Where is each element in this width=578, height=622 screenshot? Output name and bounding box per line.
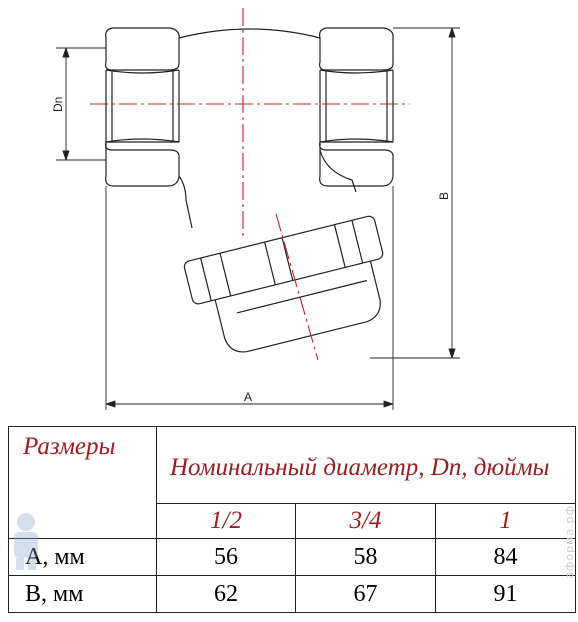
table-row: A, мм 56 58 84 bbox=[8, 538, 576, 576]
header-row: Размеры Номинальный диаметр, Dn, дюймы bbox=[8, 426, 576, 539]
technical-drawing: Dn A B bbox=[51, 8, 460, 410]
dimensions-table: Размеры Номинальный диаметр, Dn, дюймы 1… bbox=[8, 426, 576, 613]
centerlines bbox=[90, 8, 410, 361]
dimension-lines bbox=[56, 27, 460, 410]
size-cell: 1 bbox=[435, 503, 576, 539]
dn-label: Dn bbox=[51, 97, 65, 112]
right-hex-nut bbox=[319, 27, 394, 187]
row-label: B, мм bbox=[8, 575, 157, 613]
valve-body bbox=[178, 28, 357, 229]
value-cell: 62 bbox=[156, 575, 296, 613]
table-row: B, мм 62 67 91 bbox=[8, 575, 576, 613]
strainer-cap bbox=[183, 215, 384, 353]
value-cell: 91 bbox=[435, 575, 576, 613]
header-nominal-diameter: Номинальный диаметр, Dn, дюймы bbox=[156, 426, 576, 504]
value-cell: 58 bbox=[295, 538, 436, 576]
plumber-mascot-icon bbox=[14, 513, 38, 570]
value-cell: 67 bbox=[295, 575, 436, 613]
size-cell: 1/2 bbox=[156, 503, 296, 539]
watermark-text: аформа.рф bbox=[563, 505, 576, 579]
size-cell: 3/4 bbox=[295, 503, 436, 539]
header-sizes: Размеры bbox=[8, 426, 157, 539]
a-label: A bbox=[244, 390, 252, 404]
left-hex-nut bbox=[105, 27, 180, 187]
value-cell: 56 bbox=[156, 538, 296, 576]
b-label: B bbox=[437, 192, 451, 200]
value-cell: 84 bbox=[435, 538, 576, 576]
